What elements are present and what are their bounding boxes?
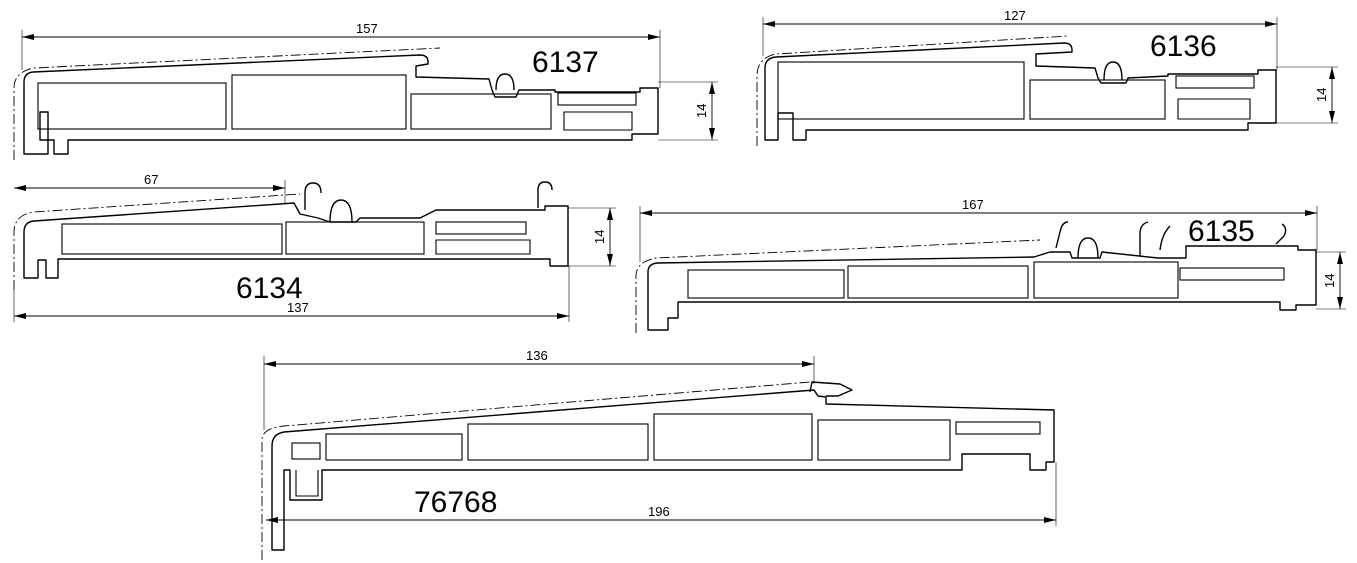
profile-6135: 167 14 6135 [635,197,1346,333]
dim-6137-arrow-top [709,82,715,94]
profile-6135-cavity-4 [1179,267,1285,281]
profile-6135-code: 6135 [1188,215,1255,248]
profile-6134: 67 137 14 6134 [13,172,616,322]
dim-6134-arrow-top [607,208,613,220]
profile-76768-cavity-5 [817,419,951,461]
dim-6137-height-label: 14 [694,104,709,118]
dim-76768-width-label: 196 [648,504,670,519]
dim-6134-partial-arrow-left [14,185,26,191]
profile-76768-outline [271,389,1055,551]
profile-6135-hook-2 [1139,221,1149,256]
dim-6136-arrow-right [1265,21,1277,27]
profile-6136-outline [764,42,1277,141]
profile-6137-cavity-2 [231,74,407,130]
profile-6137-code: 6137 [532,46,599,79]
profile-76768-code: 76768 [414,486,497,519]
profile-76768-cavity-6 [955,421,1041,435]
profile-6134-centerline [13,193,301,290]
dim-6135-width-label: 167 [962,197,984,212]
dim-76768-partial-arrow-left [264,361,276,367]
dim-6135-arrow-top [1337,252,1343,264]
dim-6136-width-label: 127 [1004,8,1026,23]
profile-6135-hook-1 [1055,221,1069,249]
profile-76768-centerline [261,381,811,560]
profile-6135-cavity-2 [847,265,1029,299]
profile-6137-centerline [13,47,441,160]
profile-76768-cavity-1 [291,442,321,460]
dim-6134-width-label: 137 [287,300,309,315]
profile-6136: 127 14 6136 [756,8,1338,146]
profile-6134-code: 6134 [236,272,303,305]
profile-6137-cavity-3 [410,93,552,130]
profile-76768-cavity-4 [653,413,813,461]
profile-6134-hook-left [304,182,322,210]
profile-76768-cavity-2 [325,433,463,461]
dim-6136-arrow-top [1329,67,1335,79]
profile-6135-cavity-1 [687,269,845,299]
dim-6135-height-label: 14 [1322,274,1337,288]
profile-6134-clip [329,199,353,223]
profile-6134-hook-right [537,181,553,208]
dim-76768-arrow-left [266,517,278,523]
profile-6137-slot [563,111,633,131]
profile-76768-hook [809,381,853,397]
profile-76768: 136 196 76768 [261,348,1057,560]
dim-6136-arrow-left [763,21,775,27]
profile-6136-cavity-2 [1029,79,1166,120]
profile-76768-slot [295,470,319,497]
dim-6137-arrow-left [22,34,34,40]
profile-6136-cavity-3 [1175,75,1255,89]
profile-6134-slot [435,239,531,255]
dim-6134-arrow-bottom [607,254,613,266]
profile-6136-centerline [756,35,1069,146]
profile-6135-clip [1077,237,1099,259]
profile-6136-cavity-1 [777,61,1025,120]
dim-6135-arrow-bottom [1337,297,1343,309]
profile-6137-clip [495,73,515,91]
dim-6137-width-label: 157 [356,21,378,36]
dim-6134-arrow-right [557,313,569,319]
dim-6137-arrow-bottom [709,128,715,140]
dim-6134-height-label: 14 [592,230,607,244]
profile-6137-cavity-4 [557,92,637,106]
profile-6136-clip [1103,61,1123,81]
profile-6135-outline [647,245,1317,331]
dim-76768-arrow-right [1044,517,1056,523]
profile-6134-cavity-2 [285,221,425,255]
profile-6135-hook-3 [1159,225,1171,251]
dim-6134-partial-arrow-right [273,185,285,191]
dim-76768-partial-arrow-right [802,361,814,367]
dim-6134-partial-label: 67 [144,172,158,187]
dim-6136-arrow-bottom [1329,111,1335,123]
profile-6136-slot [1177,98,1251,120]
dim-6135-arrow-right [1305,210,1317,216]
dim-6136-height-label: 14 [1314,88,1329,102]
dim-6137-arrow-right [648,34,660,40]
dim-6135-arrow-left [640,210,652,216]
profile-76768-cavity-3 [467,423,649,461]
dim-6134-arrow-left [14,313,26,319]
profile-6137-outline [23,54,659,155]
profile-6137-cavity-1 [37,82,227,130]
profile-6136-code: 6136 [1150,30,1217,63]
profile-6134-cavity-3 [435,221,527,235]
profile-6135-cavity-3 [1033,261,1179,299]
profile-6135-hook-4 [1275,223,1287,245]
profile-6135-centerline [635,239,1041,333]
profile-6134-cavity-1 [61,223,283,255]
profile-6137: 157 14 6137 [13,21,718,160]
dim-76768-partial-label: 136 [526,348,548,363]
